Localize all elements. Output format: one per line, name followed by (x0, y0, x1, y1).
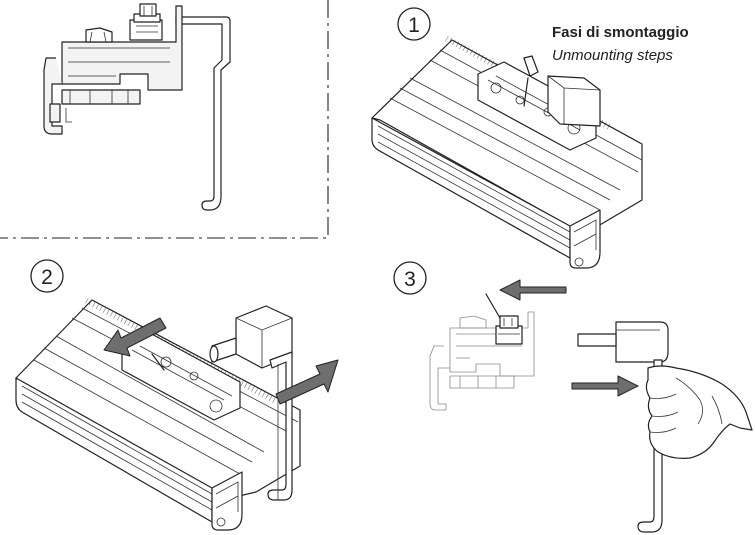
step-2-number: 2 (41, 266, 53, 289)
arrow-step-3-left (499, 279, 567, 301)
arrow-step-2-pull-pin (103, 317, 167, 357)
step-1-illustration (371, 35, 643, 269)
step-1-number: 1 (408, 14, 420, 37)
step-1-badge: 1 (397, 7, 431, 41)
title-english: Unmounting steps (552, 47, 673, 64)
detail-cross-section (43, 3, 231, 211)
arrow-step-2-pull-handle (275, 359, 339, 405)
step-2-illustration (15, 298, 301, 531)
title-italian: Fasi di smontaggio (552, 24, 689, 41)
detail-frame (0, 0, 329, 239)
arrow-step-3-right (571, 375, 639, 397)
step-3-number: 3 (404, 268, 416, 291)
step-3-badge: 3 (393, 261, 427, 295)
step-2-badge: 2 (30, 259, 64, 293)
step-3-illustration (429, 293, 753, 533)
